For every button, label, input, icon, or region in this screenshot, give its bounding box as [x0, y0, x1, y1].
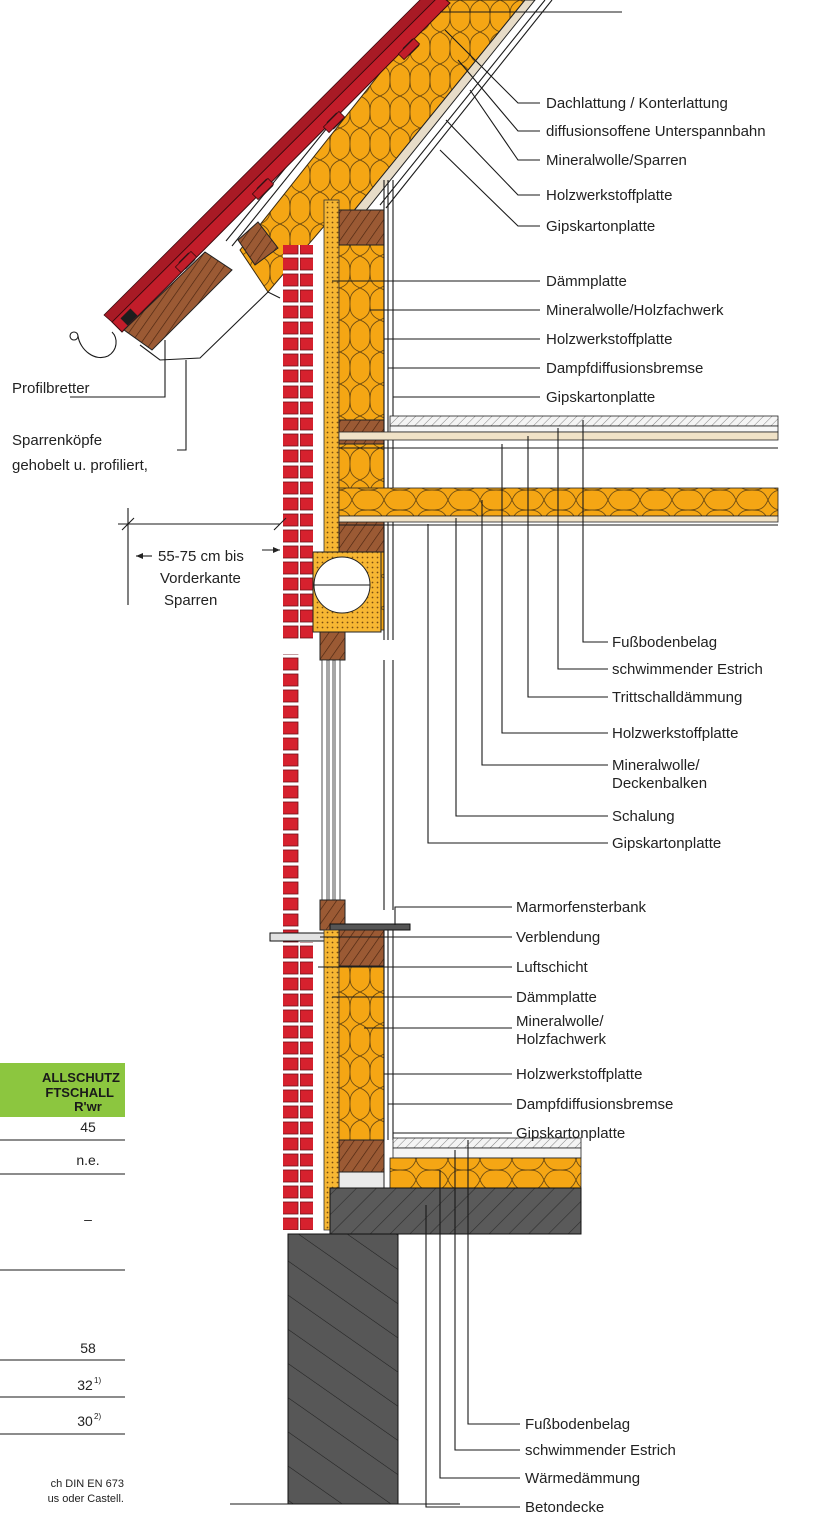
label-estrich-1: schwimmender Estrich — [612, 661, 763, 678]
table-header-2: FTSCHALL — [45, 1085, 114, 1100]
table-footnote-2: us oder Castell. — [48, 1493, 124, 1505]
label-holzwerkstoffplatte-4: Holzwerkstoffplatte — [516, 1066, 642, 1083]
table-value-5: 32 — [77, 1377, 93, 1393]
label-deckenbalken: Deckenbalken — [612, 775, 707, 792]
label-verblendung: Verblendung — [516, 929, 600, 946]
label-trittschalldaemmung: Trittschalldämmung — [612, 689, 742, 706]
label-sparrenkoepfe: Sparrenköpfe — [12, 432, 102, 449]
label-mineralwolle-sparren: Mineralwolle/Sparren — [546, 152, 687, 169]
label-profilbretter: Profilbretter — [12, 380, 90, 397]
table-value-1: 45 — [80, 1119, 96, 1135]
label-betondecke: Betondecke — [525, 1499, 604, 1516]
label-holzwerkstoffplatte-3: Holzwerkstoffplatte — [612, 725, 738, 742]
label-unterspannbahn: diffusionsoffene Unterspannbahn — [546, 123, 766, 140]
label-fussbodenbelag-2: Fußbodenbelag — [525, 1416, 630, 1433]
sound-insulation-table: ALLSCHUTZ FTSCHALL R'wr 45 n.e. – 58 32 … — [0, 1063, 125, 1505]
table-value-4: 58 — [80, 1340, 96, 1356]
label-waermedaemmung: Wärmedämmung — [525, 1470, 640, 1487]
table-value-3: – — [84, 1211, 92, 1227]
label-schalung: Schalung — [612, 808, 675, 825]
label-dachlattung: Dachlattung / Konterlattung — [546, 95, 728, 112]
label-mineralwolle-2: Mineralwolle/ — [516, 1013, 604, 1030]
label-gipskartonplatte-1: Gipskartonplatte — [546, 218, 655, 235]
labels: Dachlattung / Konterlattung diffusionsof… — [12, 95, 766, 1516]
dimension-text-1: 55-75 cm bis — [158, 548, 244, 565]
table-header-3: R'wr — [74, 1099, 102, 1114]
label-holzfachwerk: Holzfachwerk — [516, 1031, 607, 1048]
label-mineralwolle-holzfachwerk: Mineralwolle/Holzfachwerk — [546, 302, 724, 319]
label-gipskartonplatte-2: Gipskartonplatte — [546, 389, 655, 406]
label-daemmplatte-1: Dämmplatte — [546, 273, 627, 290]
table-footnote-1: ch DIN EN 673 — [51, 1478, 124, 1490]
roof-tiles — [103, 0, 451, 333]
table-sup-6: 2) — [94, 1412, 101, 1421]
label-daemmplatte-2: Dämmplatte — [516, 989, 597, 1006]
dimension-overhang — [118, 508, 287, 605]
window-section — [269, 631, 411, 974]
label-luftschicht: Luftschicht — [516, 959, 589, 976]
label-gipskartonplatte-4: Gipskartonplatte — [516, 1125, 625, 1142]
label-marmorfensterbank: Marmorfensterbank — [516, 899, 647, 916]
label-holzwerkstoffplatte-1: Holzwerkstoffplatte — [546, 187, 672, 204]
dimension-text-3: Sparren — [164, 592, 217, 609]
label-holzwerkstoffplatte-2: Holzwerkstoffplatte — [546, 331, 672, 348]
roof-section — [69, 0, 622, 361]
label-gipskartonplatte-3: Gipskartonplatte — [612, 835, 721, 852]
label-fussbodenbelag-1: Fußbodenbelag — [612, 634, 717, 651]
label-mineralwolle-1: Mineralwolle/ — [612, 757, 700, 774]
table-sup-5: 1) — [94, 1376, 101, 1385]
wall-upper — [283, 180, 394, 641]
label-dampfdiffusionsbremse-1: Dampfdiffusionsbremse — [546, 360, 703, 377]
table-value-6: 30 — [77, 1413, 93, 1429]
label-dampfdiffusionsbremse-2: Dampfdiffusionsbremse — [516, 1096, 673, 1113]
dimension-text-2: Vorderkante — [160, 570, 241, 587]
leader-lines — [70, 29, 608, 1508]
label-gehobelt: gehobelt u. profiliert, — [12, 457, 148, 474]
table-header-1: ALLSCHUTZ — [42, 1070, 120, 1085]
label-estrich-2: schwimmender Estrich — [525, 1442, 676, 1459]
table-value-2: n.e. — [76, 1152, 99, 1168]
